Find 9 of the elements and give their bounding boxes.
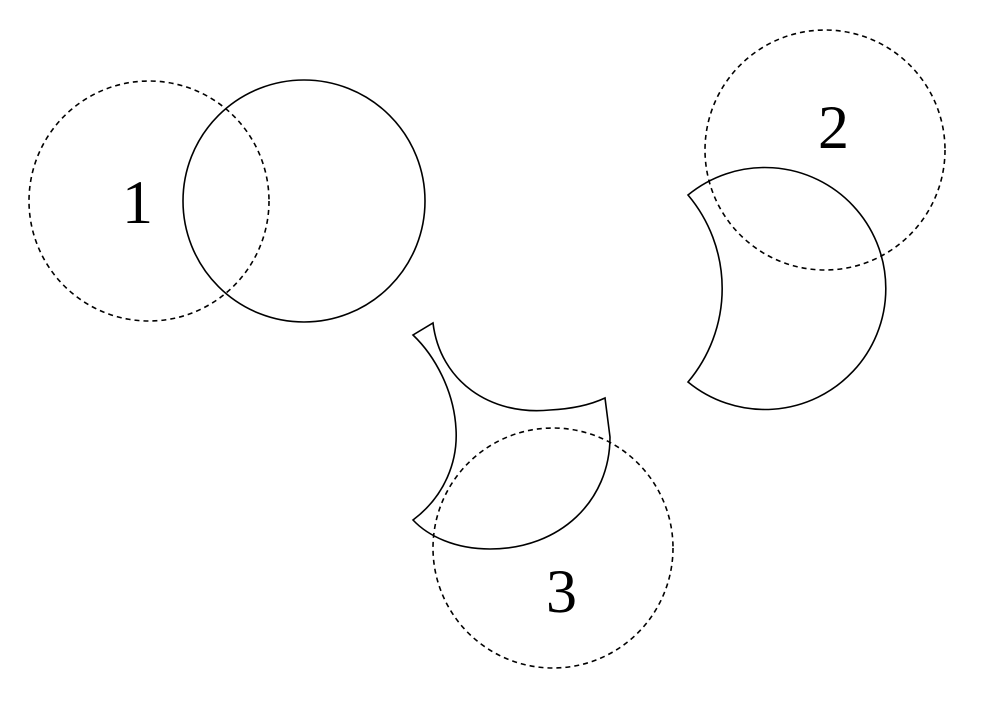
crescent-shape bbox=[686, 166, 888, 411]
number-label: 3 bbox=[546, 561, 577, 623]
crescent-shape bbox=[410, 321, 612, 551]
number-label: 1 bbox=[122, 172, 153, 234]
number-label: 2 bbox=[818, 97, 849, 159]
circle-outline bbox=[182, 79, 426, 323]
dashed-circle bbox=[28, 80, 270, 322]
dashed-circle bbox=[432, 427, 674, 669]
dashed-circle bbox=[704, 29, 946, 271]
